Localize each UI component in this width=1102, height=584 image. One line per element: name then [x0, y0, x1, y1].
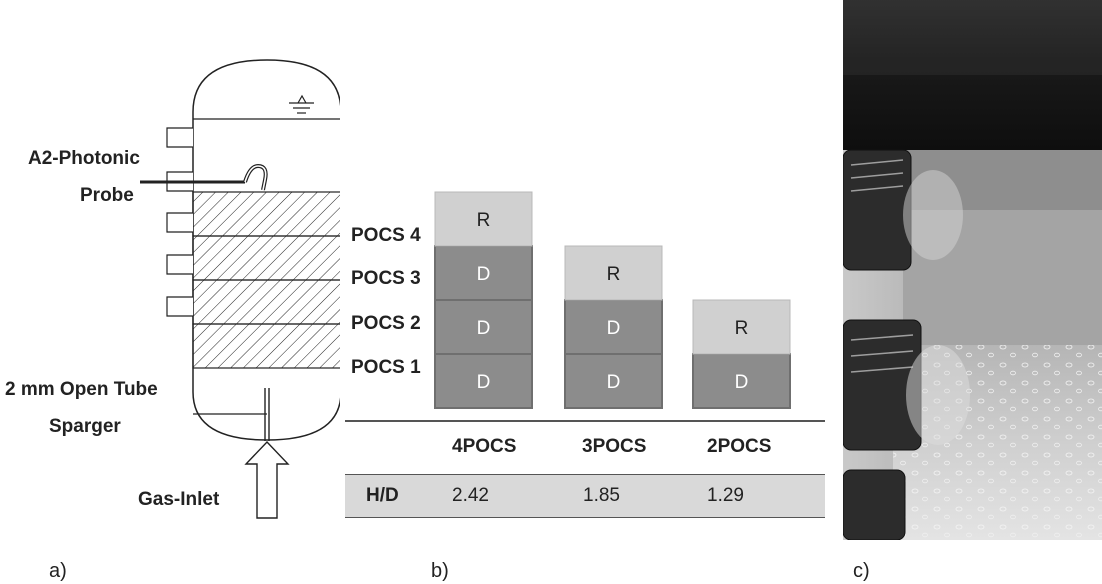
gas-inlet-arrow [244, 440, 290, 519]
pocs-block-label: R [477, 210, 491, 231]
table-cell: 1.29 [707, 485, 744, 506]
side-port [166, 254, 193, 275]
side-port [166, 296, 193, 317]
pocs-label: POCS 4 [351, 225, 421, 246]
pocs-block-label: D [477, 372, 491, 393]
pocs-block-r: R [564, 245, 663, 301]
sparger [193, 388, 270, 441]
column-schematic [140, 59, 340, 519]
pocs-block-d: D [434, 299, 533, 355]
table-top-rule [345, 420, 825, 422]
pocs-block-r: R [434, 191, 533, 247]
table-cell: 1.85 [583, 485, 620, 506]
panel-caption-b: b) [431, 560, 449, 582]
panel-caption-c: c) [853, 560, 870, 582]
side-port [166, 127, 193, 148]
pocs-block-label: D [607, 372, 621, 393]
water-level-symbol [289, 94, 314, 114]
photonic-probe [140, 163, 268, 191]
table-row-label: H/D [366, 485, 399, 506]
column-photograph [843, 0, 1102, 540]
pocs-block-d: D [434, 353, 533, 409]
pocs-label: POCS 2 [351, 313, 421, 334]
panel-caption-a: a) [49, 560, 67, 582]
pocs-block-d: D [564, 299, 663, 355]
pocs-section [192, 323, 340, 369]
probe-label: Probe [80, 185, 134, 206]
pocs-block-label: D [477, 318, 491, 339]
pocs-block-label: D [607, 318, 621, 339]
gas-inlet-label: Gas-Inlet [138, 489, 220, 510]
pocs-block-label: D [477, 264, 491, 285]
pocs-block-d: D [564, 353, 663, 409]
pocs-block-r: R [692, 299, 791, 355]
pocs-block-label: D [735, 372, 749, 393]
table-row-bg [345, 474, 825, 518]
pocs-section [192, 191, 340, 237]
pocs-block-d: D [692, 353, 791, 409]
pocs-block-label: R [607, 264, 621, 285]
sparger-label: 2 mm Open Tube [5, 379, 158, 400]
pocs-label: POCS 1 [351, 357, 421, 378]
pocs-block-d: D [434, 245, 533, 301]
side-port [166, 212, 193, 233]
pocs-block-label: R [735, 318, 749, 339]
table-header: 4POCS [452, 436, 517, 457]
table-header: 3POCS [582, 436, 647, 457]
vessel-outline [192, 59, 340, 441]
table-header: 2POCS [707, 436, 772, 457]
sparger-label: Sparger [49, 416, 121, 437]
pocs-sections [192, 191, 340, 369]
table-cell: 2.42 [452, 485, 489, 506]
probe-label: A2-Photonic [28, 148, 140, 169]
pocs-label: POCS 3 [351, 268, 421, 289]
